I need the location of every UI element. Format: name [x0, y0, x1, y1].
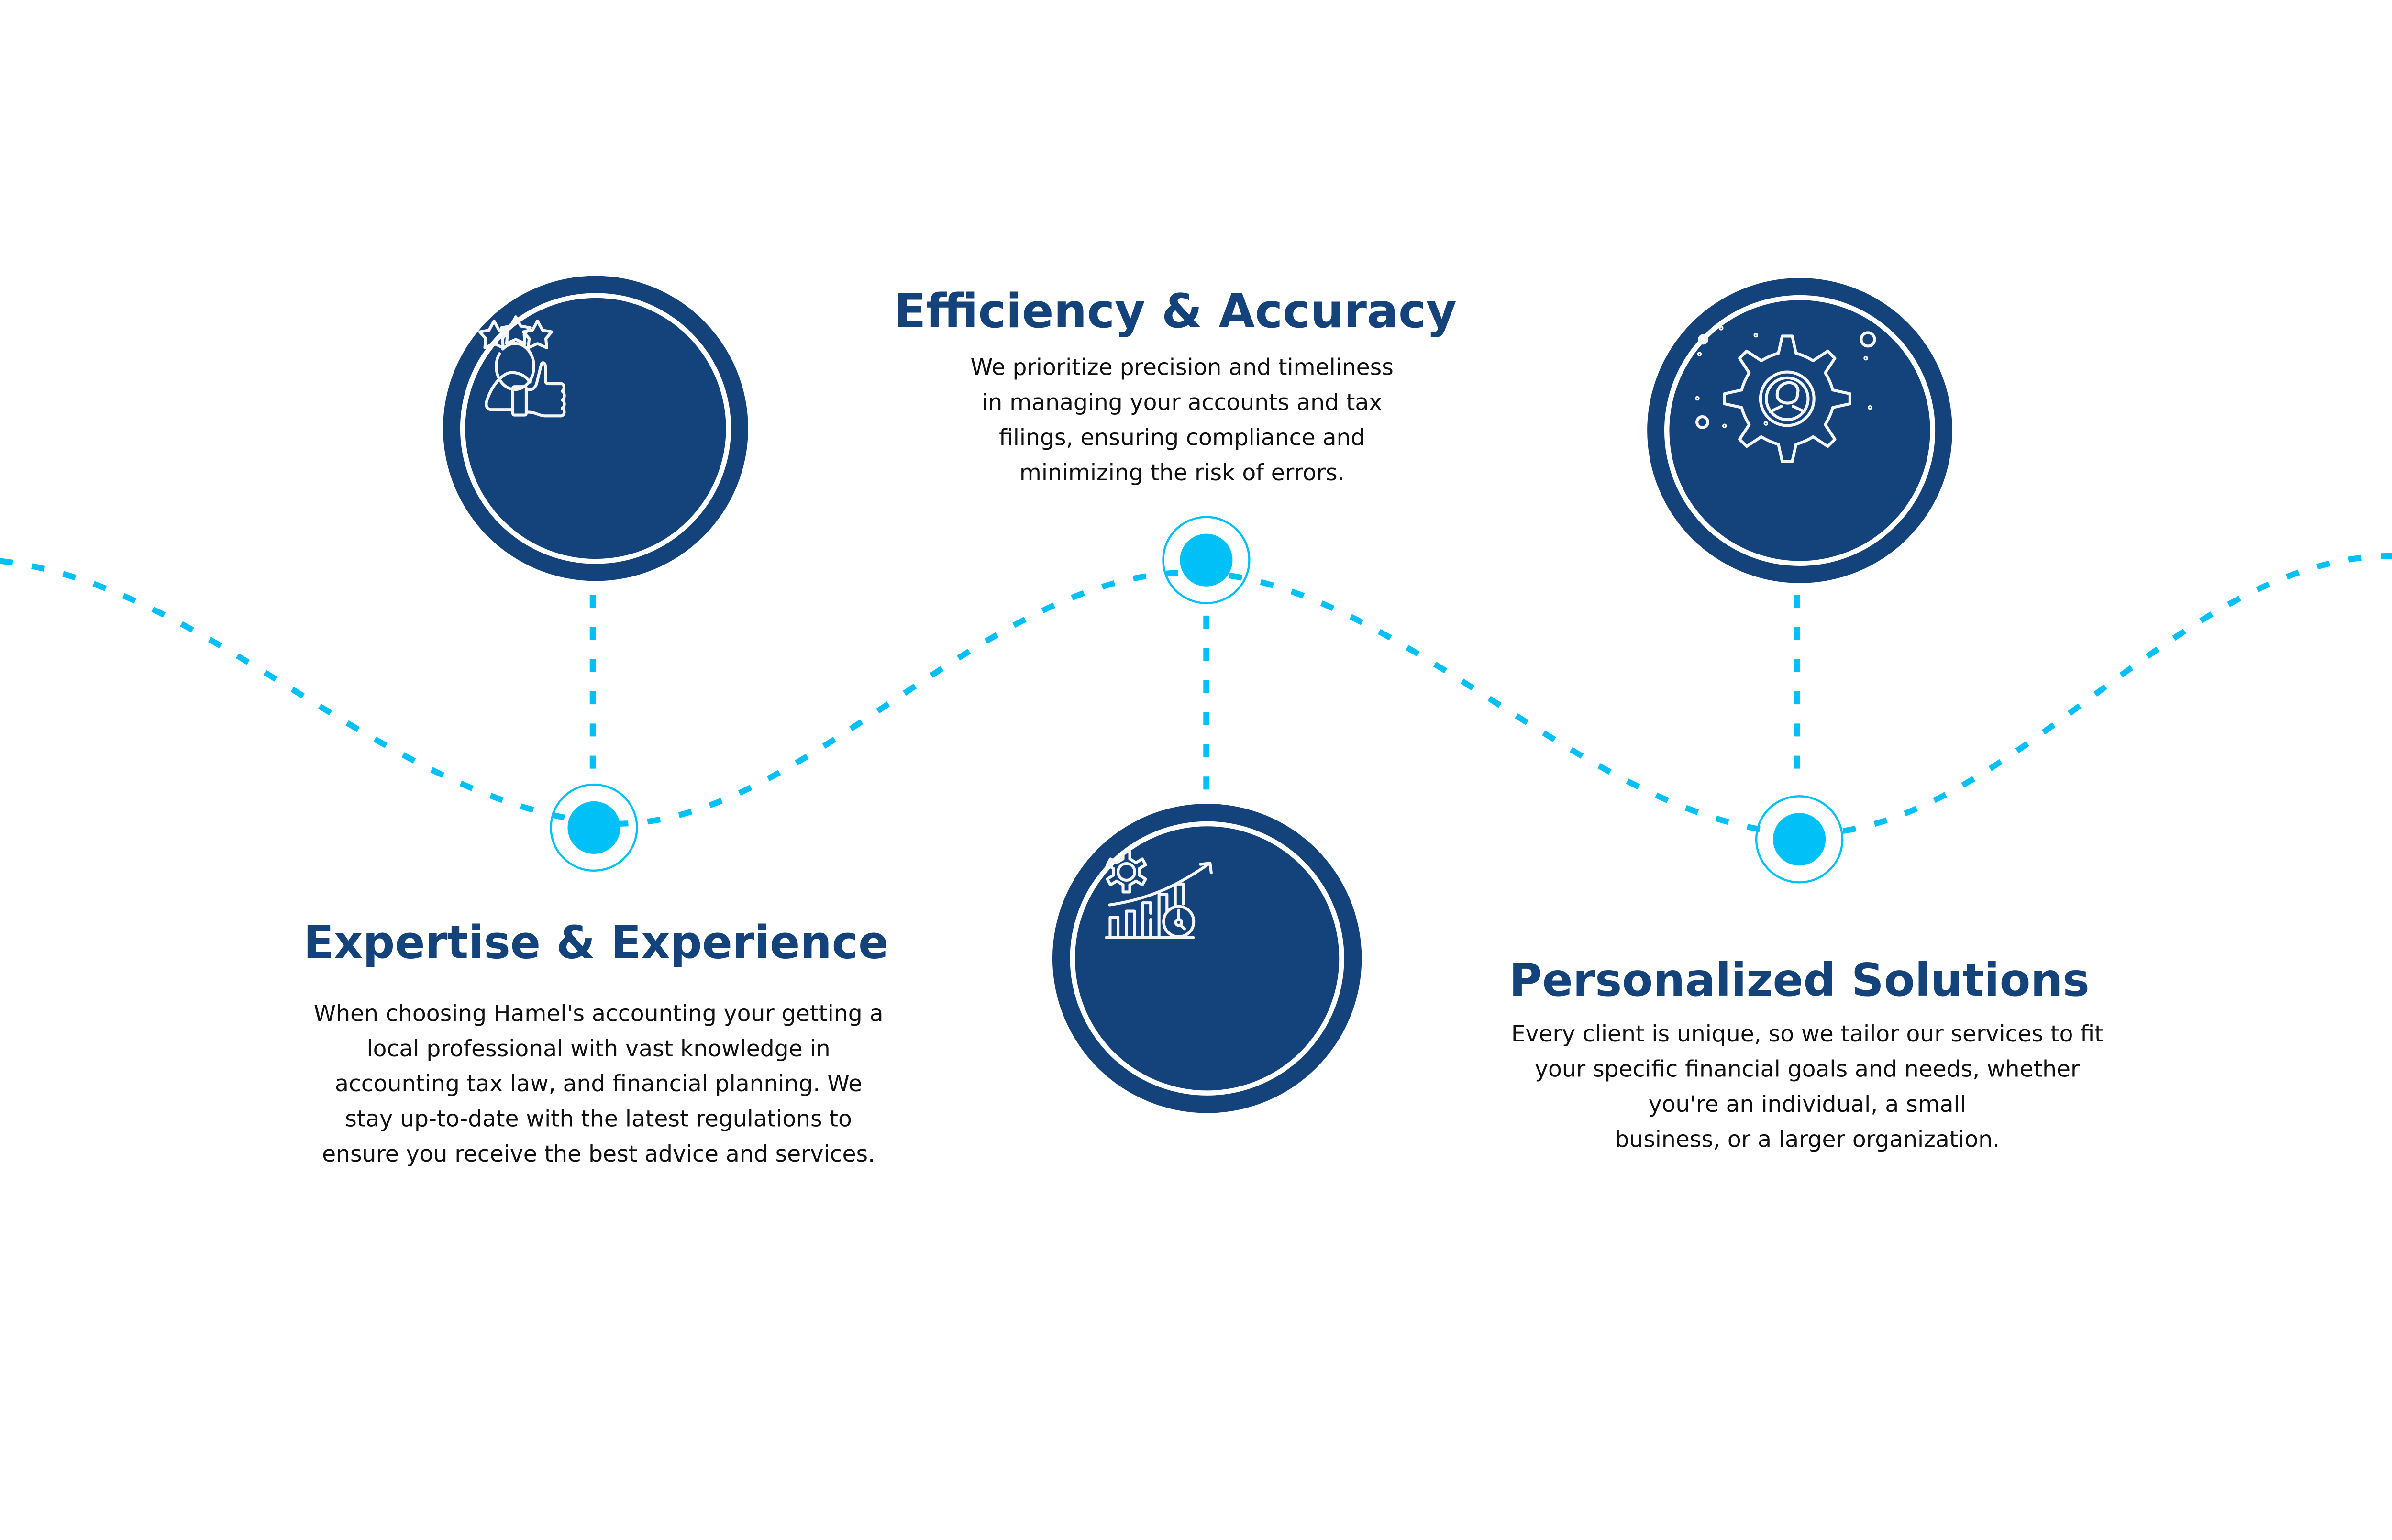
- node-ring: [1755, 795, 1844, 884]
- timeline-node-expertise: [550, 783, 638, 872]
- feature-line: ensure you receive the best advice and s…: [322, 1141, 875, 1167]
- feature-line: We prioritize precision and timeliness: [971, 355, 1394, 381]
- feature-title: Efficiency & Accuracy: [894, 284, 1457, 339]
- feature-line: accounting tax law, and financial planni…: [335, 1071, 862, 1097]
- gear-growth-chart-icon: [1105, 850, 1213, 939]
- infographic-canvas: Efficiency & Accuracy We prioritize prec…: [0, 276, 2392, 1167]
- feature-line: Every client is unique, so we tailor our…: [1511, 1021, 2104, 1047]
- person-thumbs-up-stars-icon: [478, 315, 566, 418]
- feature-expertise: Expertise & Experience When choosing Ham…: [303, 916, 888, 1167]
- feature-efficiency: Efficiency & Accuracy We prioritize prec…: [894, 284, 1457, 486]
- feature-line: you're an individual, a small: [1649, 1091, 1966, 1118]
- feature-line: filings, ensuring compliance and: [999, 424, 1365, 451]
- feature-line: When choosing Hamel's accounting your ge…: [314, 1000, 884, 1027]
- feature-line: local professional with vast knowledge i…: [367, 1036, 831, 1062]
- feature-line: your specific financial goals and needs,…: [1535, 1056, 2080, 1083]
- timeline-infographic: Efficiency & Accuracy We prioritize prec…: [0, 276, 2392, 1167]
- feature-line: in managing your accounts and tax: [982, 389, 1382, 416]
- feature-title: Expertise & Experience: [303, 916, 888, 969]
- node-dot: [567, 801, 620, 854]
- timeline-node-efficiency: [1162, 516, 1251, 604]
- node-ring: [1162, 516, 1251, 604]
- badge-efficiency: [1052, 804, 1362, 1113]
- feature-line: stay up-to-date with the latest regulati…: [345, 1106, 852, 1132]
- badge-personalized: [1647, 277, 1952, 583]
- gear-person-icon: [1695, 326, 1876, 463]
- badge-expertise: [443, 276, 748, 581]
- node-dot: [1773, 813, 1826, 866]
- feature-line: minimizing the risk of errors.: [1019, 460, 1345, 486]
- timeline-node-personalized: [1755, 795, 1844, 884]
- node-ring: [550, 783, 638, 872]
- wavy-timeline-path: [0, 553, 2392, 837]
- feature-line: business, or a larger organization.: [1615, 1126, 2000, 1152]
- feature-personalized: Personalized Solutions Every client is u…: [1509, 954, 2104, 1152]
- feature-title: Personalized Solutions: [1509, 954, 2090, 1007]
- node-dot: [1180, 533, 1233, 587]
